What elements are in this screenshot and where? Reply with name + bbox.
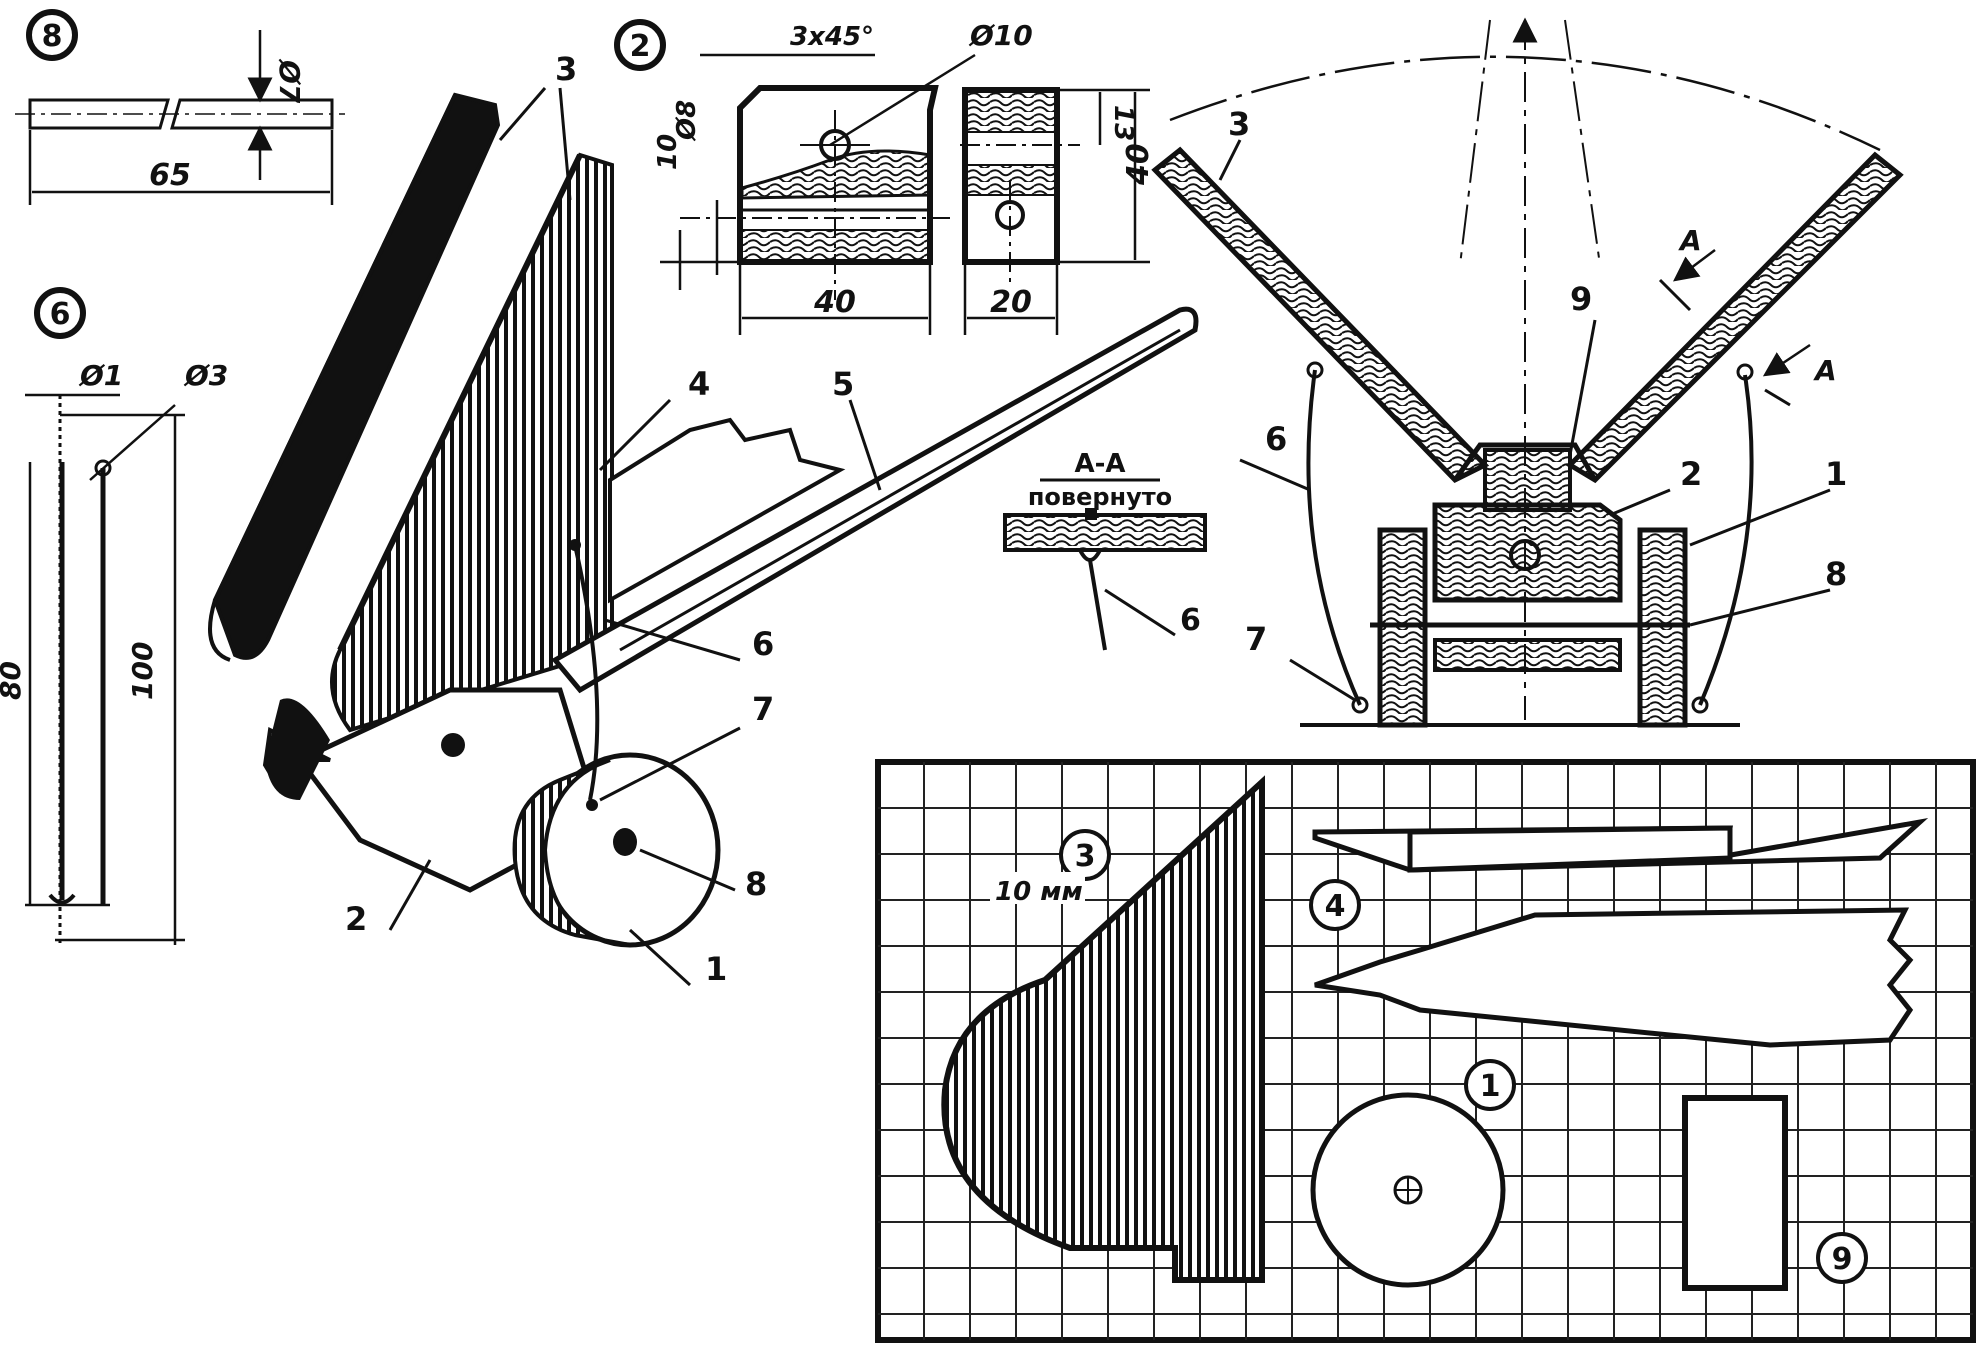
- assembly-callout-5: 5: [832, 365, 854, 403]
- template-grid: 3 10 мм 4 1 9: [875, 759, 1976, 1343]
- front-view: 3 9 6 2 1 8 7 А А: [1151, 17, 1904, 728]
- part-6-len-long: 100: [126, 642, 159, 700]
- section-a-a: А-А повернуто 6: [1003, 449, 1207, 651]
- template-callout-3: 3: [1075, 839, 1096, 874]
- front-callout-3: 3: [1228, 105, 1250, 143]
- assembly-view: 3 4 5 6 7 8 2 1: [208, 50, 1199, 988]
- assembly-callout-6: 6: [752, 625, 774, 663]
- part-6-len-short: 80: [0, 661, 27, 700]
- part-2-depth: 20: [990, 285, 1032, 320]
- part-2-badge-number: 2: [630, 29, 651, 64]
- assembly-callout-2: 2: [345, 900, 367, 938]
- part-8-badge-number: 8: [42, 19, 63, 54]
- part-2-dim-10: 10: [653, 134, 683, 170]
- part-6-wire: 6 Ø1 Ø3 80 100: [0, 287, 228, 945]
- part-2-offset: 13: [1108, 105, 1138, 141]
- part-2-chamfer: 3x45°: [790, 22, 874, 52]
- front-callout-1: 1: [1825, 455, 1847, 493]
- front-section-mark-right: А: [1813, 354, 1837, 387]
- section-callout-6: 6: [1180, 603, 1201, 638]
- part-2-hole-small: Ø8: [672, 100, 702, 142]
- front-callout-9: 9: [1570, 280, 1592, 318]
- part-2-width: 40: [813, 285, 856, 320]
- template-callout-9: 9: [1832, 1242, 1853, 1277]
- front-callout-7: 7: [1245, 620, 1267, 658]
- part-2-height: 40: [1121, 143, 1156, 186]
- front-callout-6: 6: [1265, 420, 1287, 458]
- front-callout-2: 2: [1680, 455, 1702, 493]
- front-section-mark-top: А: [1678, 224, 1702, 257]
- template-badge-1: [1464, 1059, 1516, 1111]
- assembly-callout-3: 3: [555, 50, 577, 88]
- assembly-callout-1: 1: [705, 950, 727, 988]
- front-callout-8: 8: [1825, 555, 1847, 593]
- template-badge-9: [1816, 1232, 1868, 1284]
- part-8-axle: 8 Ø7 65: [15, 9, 345, 205]
- part-6-loop-dia: Ø3: [183, 359, 228, 392]
- template-callout-4: 4: [1325, 889, 1346, 924]
- part-2-badge: [614, 19, 666, 71]
- part-8-badge: [26, 9, 78, 61]
- template-badge-4: [1309, 879, 1361, 931]
- assembly-callout-7: 7: [752, 690, 774, 728]
- assembly-callout-4: 4: [688, 365, 710, 403]
- part-6-badge: [34, 287, 86, 339]
- part-8-diameter: Ø7: [273, 58, 306, 104]
- part-8-length: 65: [149, 158, 191, 193]
- part-2-block: 2 3x45° Ø10 Ø8 10 40 13 40: [614, 19, 1156, 335]
- section-title: А-А: [1074, 449, 1125, 479]
- template-callout-1: 1: [1480, 1069, 1501, 1104]
- section-subtitle: повернуто: [1028, 483, 1172, 511]
- assembly-callout-8: 8: [745, 865, 767, 903]
- template-scale: 10 мм: [995, 877, 1083, 907]
- part-2-hole-big: Ø10: [968, 19, 1033, 52]
- part-6-badge-number: 6: [50, 297, 71, 332]
- part-6-wire-dia: Ø1: [78, 359, 123, 392]
